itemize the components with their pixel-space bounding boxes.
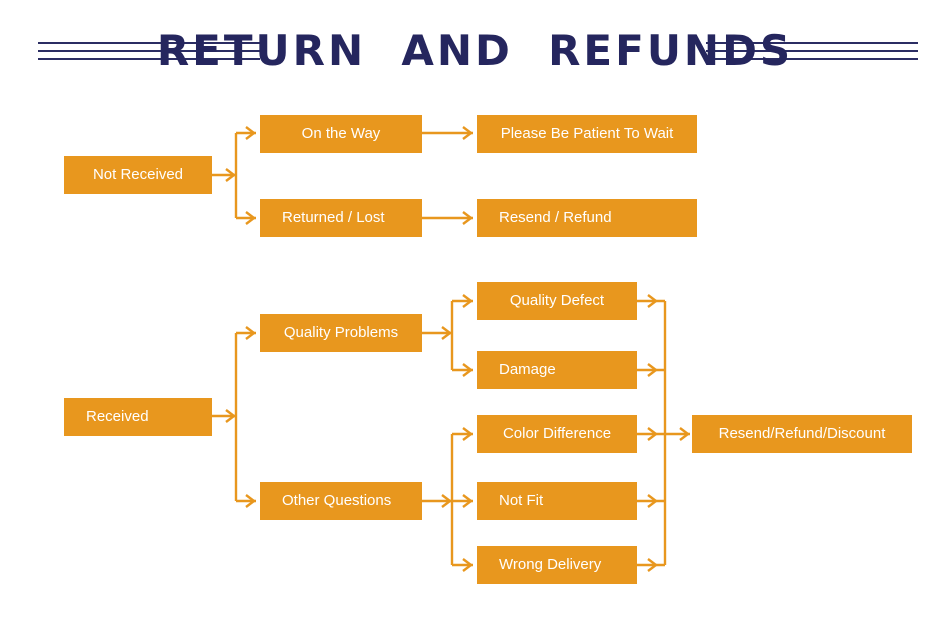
node-damage[interactable]: Damage <box>477 351 637 389</box>
arrowhead-icon <box>647 427 658 441</box>
node-received[interactable]: Received <box>64 398 212 436</box>
arrowhead-icon <box>647 494 658 508</box>
arrowhead-icon <box>462 126 473 140</box>
page-title: RETURN AND REFUNDS <box>156 26 794 75</box>
node-not-received[interactable]: Not Received <box>64 156 212 194</box>
arrowhead-icon <box>462 427 473 441</box>
node-not-fit[interactable]: Not Fit <box>477 482 637 520</box>
arrowhead-icon <box>462 494 473 508</box>
node-quality-defect[interactable]: Quality Defect <box>477 282 637 320</box>
node-wrong-delivery[interactable]: Wrong Delivery <box>477 546 637 584</box>
arrowhead-icon <box>462 294 473 308</box>
node-on-the-way[interactable]: On the Way <box>260 115 422 153</box>
arrowhead-icon <box>225 409 236 423</box>
title-rule-right <box>706 42 918 64</box>
rule-line <box>38 50 260 52</box>
rule-line <box>706 58 918 60</box>
arrowhead-icon <box>647 558 658 572</box>
arrowhead-icon <box>647 294 658 308</box>
node-other-questions[interactable]: Other Questions <box>260 482 422 520</box>
rule-line <box>38 58 260 60</box>
arrowhead-icon <box>462 363 473 377</box>
arrowhead-icon <box>441 326 452 340</box>
node-color-difference[interactable]: Color Difference <box>477 415 637 453</box>
arrowhead-icon <box>245 494 256 508</box>
arrowhead-icon <box>245 326 256 340</box>
title-block: RETURN AND REFUNDS <box>0 22 950 84</box>
arrowhead-icon <box>441 494 452 508</box>
node-resend-refund-discount[interactable]: Resend/Refund/Discount <box>692 415 912 453</box>
arrowhead-icon <box>462 558 473 572</box>
node-please-be-patient-to-wait[interactable]: Please Be Patient To Wait <box>477 115 697 153</box>
rule-line <box>706 50 918 52</box>
node-resend-refund[interactable]: Resend / Refund <box>477 199 697 237</box>
arrowhead-icon <box>679 427 690 441</box>
arrowhead-icon <box>647 363 658 377</box>
rule-line <box>38 42 260 44</box>
title-rule-left <box>38 42 260 64</box>
arrowhead-icon <box>225 168 236 182</box>
arrowhead-icon <box>245 211 256 225</box>
node-quality-problems[interactable]: Quality Problems <box>260 314 422 352</box>
node-returned-lost[interactable]: Returned / Lost <box>260 199 422 237</box>
arrowhead-icon <box>245 126 256 140</box>
rule-line <box>706 42 918 44</box>
arrowhead-icon <box>462 211 473 225</box>
